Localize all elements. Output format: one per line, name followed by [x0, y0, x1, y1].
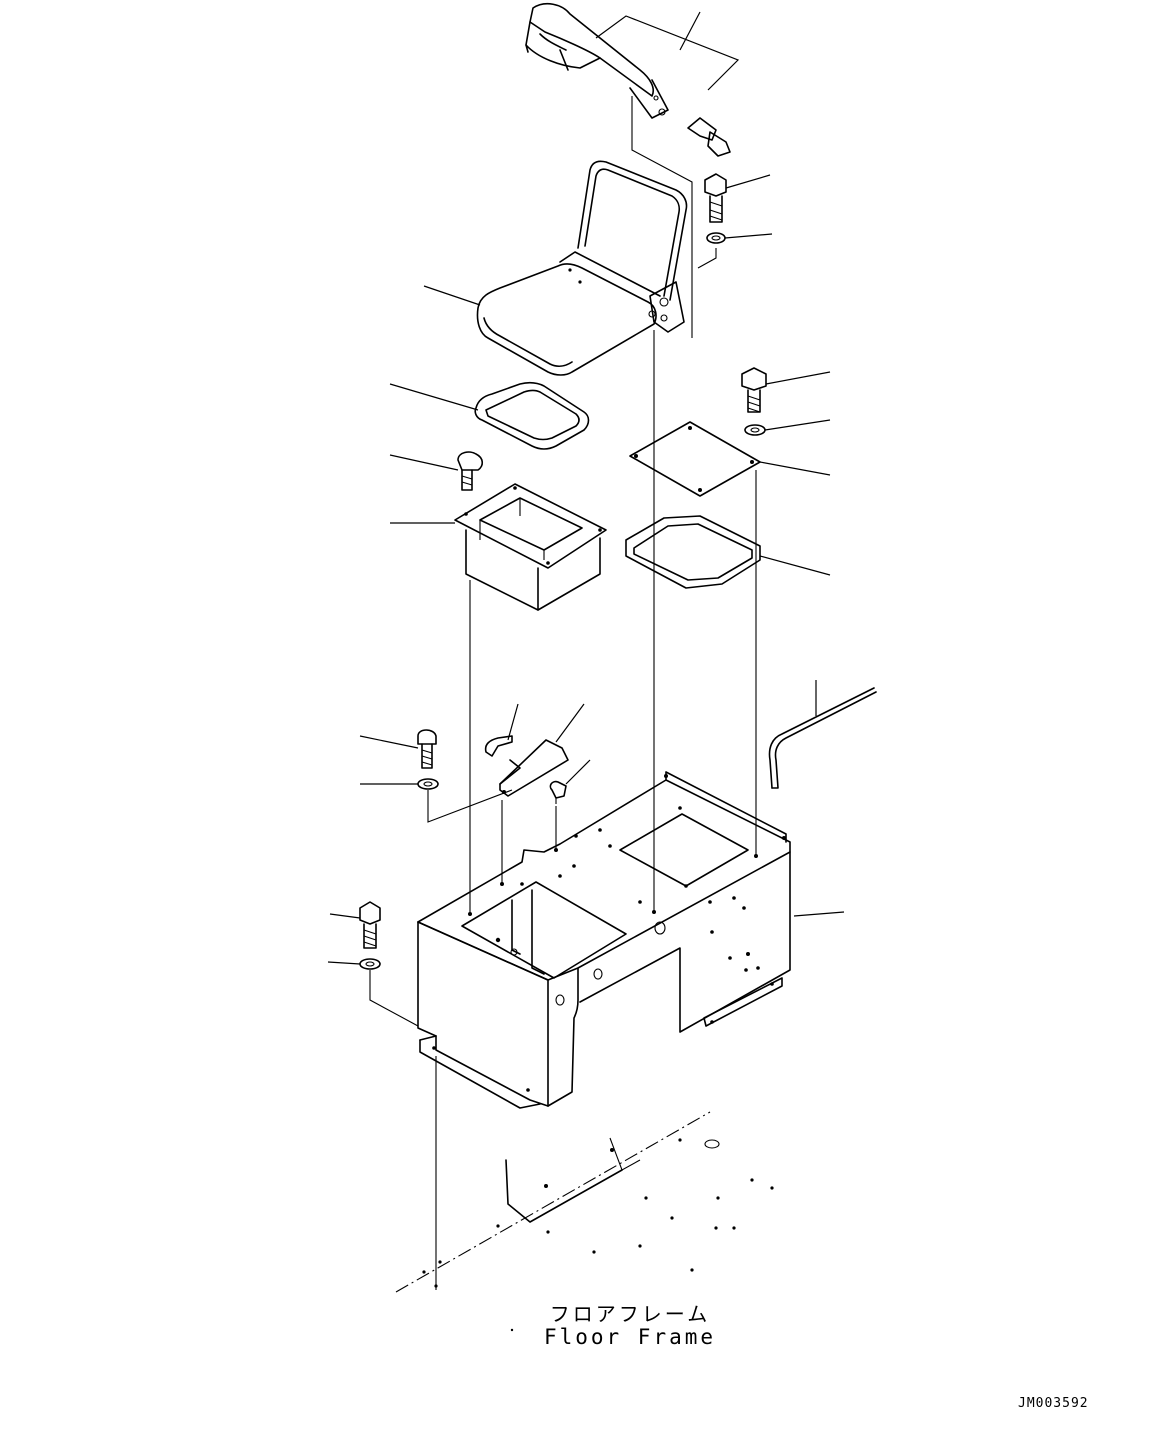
rod-icon [768, 687, 877, 789]
washer-leader [764, 419, 831, 431]
washer-leader [327, 961, 361, 965]
bolt-guide-line [697, 248, 717, 269]
console-stand-icon [417, 771, 791, 1109]
box-duct-icon [454, 483, 607, 611]
armrest-icon [525, 2, 669, 119]
left-stand-guide-line [369, 970, 419, 1027]
left-bolt-guide-line [427, 789, 513, 823]
gasket-icon [474, 381, 590, 450]
washer-icon [359, 958, 381, 970]
bracket-leader [555, 703, 585, 743]
armrest-leader [595, 11, 740, 91]
console-stand-leader [793, 911, 845, 917]
floor-frame-label-japanese: フロアフレーム [549, 1302, 711, 1326]
washer-icon [744, 424, 766, 436]
bolt-leader [329, 913, 361, 919]
floor-frame-label-english: Floor Frame [543, 1325, 717, 1349]
armrest-guide-line [631, 96, 693, 338]
washer-icon [417, 778, 439, 790]
floor-frame-icon [395, 1111, 774, 1332]
bolt-icon [457, 451, 484, 491]
bolt-icon [687, 117, 731, 157]
bolt-icon [704, 173, 727, 223]
bolt-icon [359, 901, 381, 949]
washer-leader [724, 233, 773, 239]
cover-plate-leader [759, 461, 831, 476]
washer-icon [706, 232, 726, 244]
gasket-leader [759, 555, 831, 576]
bolt-icon [741, 367, 767, 413]
bolt-leader [765, 371, 831, 385]
fastener-leader [565, 759, 591, 785]
gasket-leader [389, 383, 479, 411]
bolt-leader [725, 174, 771, 189]
bolt-leader [359, 735, 419, 749]
seat-icon [476, 160, 688, 376]
bolt-icon [417, 729, 437, 769]
fastener-leader [389, 454, 459, 471]
drawing-number: JM003592 [1018, 1396, 1089, 1411]
seat-leader [423, 285, 481, 306]
gasket-icon [625, 515, 761, 589]
cover-plate-icon [629, 421, 761, 497]
bracket-icon [484, 735, 569, 804]
clip-leader [507, 703, 519, 741]
